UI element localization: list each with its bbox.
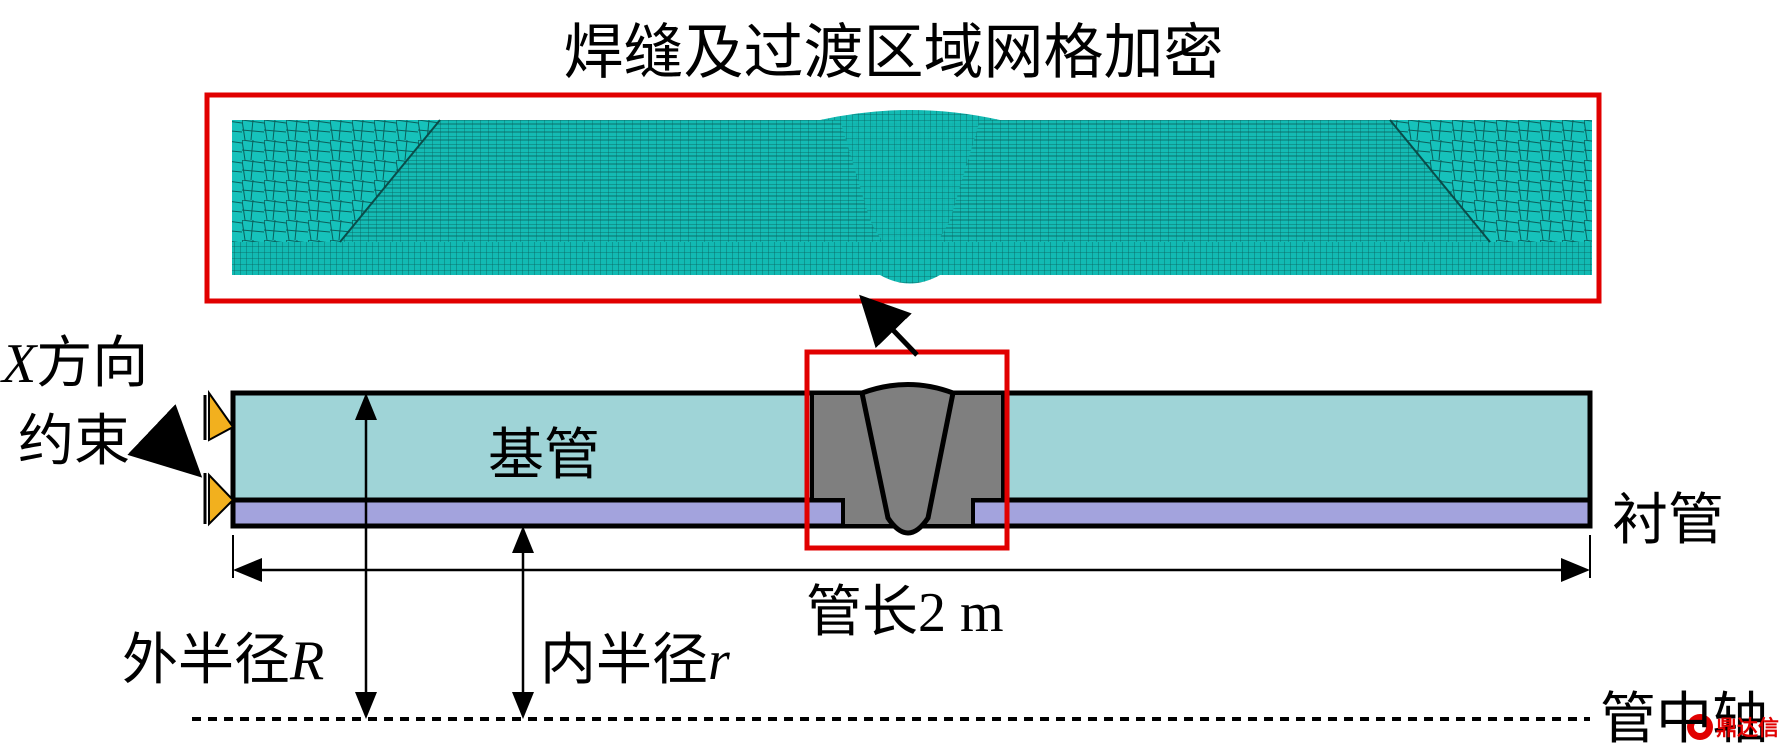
mesh-weld-crown [820, 110, 1000, 120]
inner-radius-label: 内半径r [540, 615, 730, 696]
x-constraint-label-line1: X方向 [2, 318, 148, 399]
watermark-text: 鼎达信 [1716, 716, 1779, 740]
inner-radius-dimension [512, 526, 534, 719]
length-dimension [232, 535, 1591, 582]
inner-radius-text: 内半径 [540, 630, 708, 692]
base-pipe-label: 基管 [488, 425, 600, 487]
outer-radius-symbol: R [290, 630, 325, 692]
mesh-detail-panel [204, 92, 1602, 304]
zoom-arrow [859, 294, 919, 357]
weld-highlight-box [804, 349, 1010, 551]
pipe-axis-label: 管中轴 [1600, 689, 1768, 751]
outer-radius-label: 外半径R [122, 615, 324, 696]
mesh-left-transition [232, 120, 440, 242]
constraint-pointer-arrow [127, 404, 203, 478]
x-constraint-label-line2: 约束 [18, 411, 130, 473]
outer-radius-dimension [355, 393, 377, 719]
mesh-right-transition [1390, 120, 1592, 242]
liner-pipe-label: 衬管 [1612, 490, 1724, 552]
constraint-triangle-upper [208, 389, 235, 442]
watermark-logo [1687, 714, 1713, 740]
diagram-title: 焊缝及过渡区域网格加密 [563, 20, 1224, 86]
constraint-triangle-lower [208, 472, 235, 527]
mesh-weld-root [880, 275, 940, 284]
pipe-section [230, 294, 1593, 551]
inner-radius-symbol: r [708, 630, 730, 692]
weld-bead [859, 382, 956, 536]
mesh-weld-zone [840, 120, 980, 260]
x-axis-symbol: X [2, 333, 37, 395]
x-constraint-direction: 方向 [36, 333, 149, 395]
outer-radius-text: 外半径 [122, 630, 290, 692]
pipe-length-label: 管长2 m [806, 582, 1004, 644]
x-constraint-symbols [127, 389, 235, 527]
